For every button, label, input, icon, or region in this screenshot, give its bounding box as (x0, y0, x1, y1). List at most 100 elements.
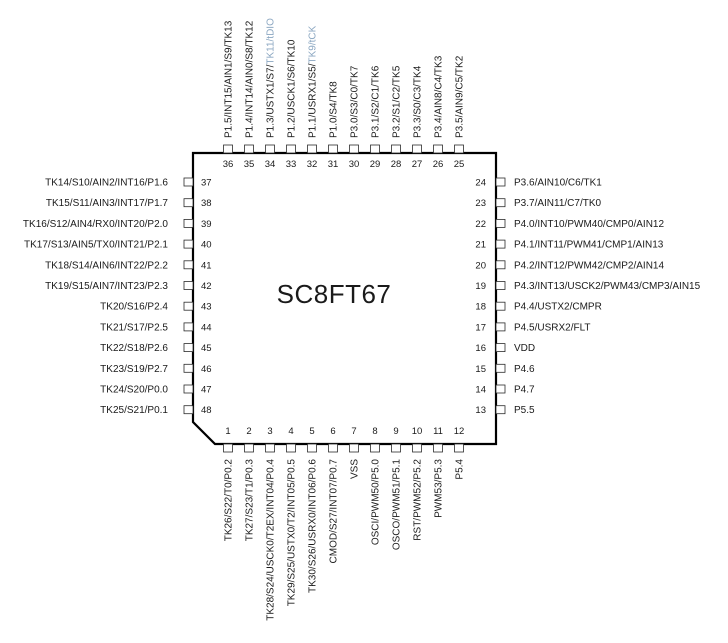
pin-40-label: TK17/S13/AIN5/TX0/INT21/P2.1 (24, 240, 168, 251)
pin-30-lead (349, 144, 359, 154)
pin-34-label-part: TK11/tDIO (266, 18, 277, 65)
pin-24-lead (495, 177, 506, 187)
pin-10-label: RST/PWM52/P5.2 (413, 459, 424, 541)
pin-44-label: TK21/S17/P2.5 (100, 322, 168, 333)
pin-5-label: TK30/S26/USRX0/INT06/P0.6 (308, 459, 319, 593)
pin-44-lead (183, 322, 194, 332)
pin-40-lead (183, 239, 194, 249)
pin-row-bottom: 1TK26/S22/T0/P0.22TK27/S23/T1/P0.33TK28/… (223, 426, 466, 621)
pin-37-lead (183, 177, 194, 187)
pin-2-label: TK27/S23/T1/P0.3 (245, 459, 256, 542)
pin-12-label: P5.4 (455, 459, 466, 480)
pin-3-lead (265, 443, 275, 453)
pin-30-label-part: P3.0/S3/C0/TK7 (350, 65, 361, 138)
pin-31-label: P1.0/S4/TK8 (329, 81, 340, 138)
pin-27-label: P3.3/S0/C3/TK4 (413, 65, 424, 138)
pin-36-lead (223, 144, 233, 154)
pin-41-lead (183, 260, 194, 270)
pin-row-top: 36P1.5/INT15/AIN1/S9/TK1335P1.4/INT14/AI… (223, 18, 466, 170)
pin-1-number: 1 (225, 426, 230, 437)
pin-16-number: 16 (475, 343, 486, 354)
pin-15-number: 15 (475, 364, 486, 375)
pin-33-label-part: P1.2/USCK1/S6/TK10 (287, 39, 298, 138)
pin-24-number: 24 (475, 178, 486, 189)
pin-21-number: 21 (475, 240, 486, 251)
pin-18-label: P4.4/USTX2/CMPR (514, 302, 602, 313)
pin-45-number: 45 (201, 343, 212, 354)
pin-25-label-part: P3.5/AIN9/C5/TK2 (455, 55, 466, 138)
pin-34-label: P1.3/USTX1/S7/TK11/tDIO (266, 18, 277, 138)
pin-22-number: 22 (475, 219, 486, 230)
pin-33-number: 33 (286, 159, 297, 170)
pin-19-lead (495, 281, 506, 290)
pin-23-lead (495, 198, 506, 208)
pin-27-number: 27 (412, 159, 423, 170)
pin-27-lead (412, 144, 422, 154)
pin-13-lead (495, 405, 506, 415)
pin-1-lead (223, 443, 233, 453)
pin-5-number: 5 (309, 426, 314, 437)
pin-48-lead (183, 405, 194, 415)
pin-34-lead (265, 144, 275, 154)
pin-14-lead (495, 384, 506, 394)
pin-48-number: 48 (201, 405, 212, 416)
pin-47-label: TK24/S20/P0.0 (100, 385, 168, 396)
pin-43-label: TK20/S16/P2.4 (100, 302, 168, 313)
pin-25-lead (454, 144, 464, 154)
pin-29-label-part: P3.1/S2/C1/TK6 (371, 65, 382, 138)
pin-35-number: 35 (244, 159, 255, 170)
chip-name: SC8FT67 (277, 279, 392, 309)
pin-17-lead (495, 322, 506, 332)
pin-6-label: CMOD/S27/INT07/P0.7 (329, 459, 340, 564)
pin-28-label: P3.2/S1/C2/TK5 (392, 65, 403, 138)
pin-21-lead (495, 239, 506, 249)
pin-18-lead (495, 301, 506, 311)
pin-48-label: TK25/S21/P0.1 (100, 405, 168, 416)
pin-29-lead (370, 144, 380, 154)
pin-9-number: 9 (393, 426, 398, 437)
pin-19-label: P4.3/INT13/USCK2/PWM43/CMP3/AIN15 (514, 281, 701, 292)
pin-10-lead (412, 443, 422, 453)
pin-7-number: 7 (351, 426, 356, 437)
pin-26-lead (433, 144, 443, 154)
pin-8-number: 8 (372, 426, 377, 437)
pin-3-label: TK28/S24/USCK0/T2EX/INT04/P0.4 (266, 459, 277, 621)
pin-7-label: VSS (350, 459, 361, 479)
pin-40-number: 40 (201, 240, 212, 251)
pin-22-lead (495, 218, 506, 228)
pin-38-number: 38 (201, 198, 212, 209)
pin-32-label-part: TK9/tCK (308, 25, 319, 63)
pin-15-lead (495, 363, 506, 373)
pin-45-lead (183, 343, 194, 353)
pin-8-lead (370, 443, 380, 453)
pin-4-lead (286, 443, 296, 453)
pin-11-number: 11 (433, 426, 443, 437)
pin-4-label: TK29/S25/USTX0/T2/INT05/P0.5 (287, 459, 298, 607)
pin-46-number: 46 (201, 364, 212, 375)
pin-32-lead (307, 144, 317, 154)
pin-3-number: 3 (267, 426, 272, 437)
pin-31-lead (328, 144, 338, 154)
pin-36-label-part: P1.5/INT15/AIN1/S9/TK13 (224, 20, 235, 138)
pin-12-number: 12 (454, 426, 465, 437)
pin-4-number: 4 (288, 426, 293, 437)
pin-43-lead (183, 301, 194, 311)
pin-43-number: 43 (201, 302, 212, 313)
pin-37-label: TK14/S10/AIN2/INT16/P1.6 (45, 178, 168, 189)
pin-26-number: 26 (433, 159, 444, 170)
pin-7-lead (349, 443, 359, 453)
pin-14-number: 14 (475, 385, 486, 396)
pin-34-number: 34 (265, 159, 276, 170)
pin-28-label-part: P3.2/S1/C2/TK5 (392, 65, 403, 138)
pin-2-number: 2 (246, 426, 251, 437)
pin-6-lead (328, 443, 338, 453)
pin-21-label: P4.1/INT11/PWM41/CMP1/AIN13 (514, 240, 664, 251)
pin-26-label: P3.4/AIN8/C4/TK3 (434, 55, 445, 138)
pin-37-number: 37 (201, 178, 212, 189)
pin-42-lead (183, 281, 194, 290)
pin-5-lead (307, 443, 317, 453)
pin-47-number: 47 (201, 385, 212, 396)
